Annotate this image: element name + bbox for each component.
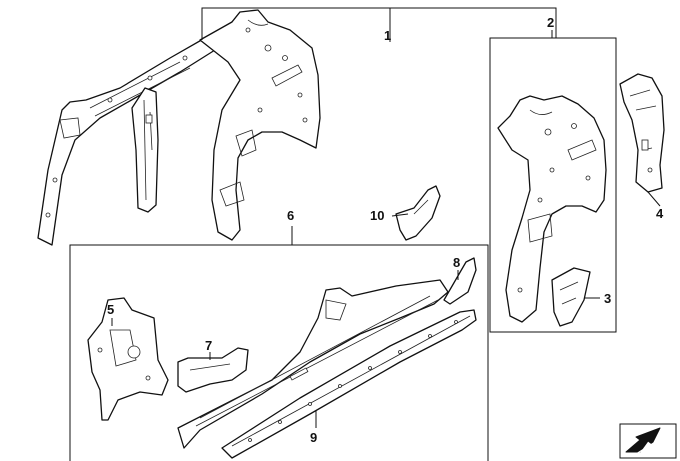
callout-3: 3 xyxy=(604,291,611,306)
part-4-inner-panel[interactable] xyxy=(619,73,665,193)
group-box-6 xyxy=(69,244,489,461)
part-5-reinforcement[interactable] xyxy=(87,297,169,421)
callout-6: 6 xyxy=(287,208,294,223)
callout-2: 2 xyxy=(547,15,554,30)
callout-9: 9 xyxy=(310,430,317,445)
part-sill-outer[interactable] xyxy=(177,279,449,449)
callout-7: 7 xyxy=(205,338,212,353)
part-9-sill-inner[interactable] xyxy=(221,309,477,459)
callout-1: 1 xyxy=(384,28,391,43)
group-box-2 xyxy=(489,37,617,333)
part-3-wheel-arch-panel[interactable] xyxy=(551,267,591,327)
callout-4: 4 xyxy=(656,206,664,221)
part-2-rear-quarter-inner[interactable] xyxy=(497,95,607,323)
part-10-bracket[interactable] xyxy=(395,185,441,241)
part-8-gusset[interactable] xyxy=(443,257,477,305)
callout-8: 8 xyxy=(453,255,460,270)
part-1-side-frame[interactable] xyxy=(37,9,321,246)
callout-10: 10 xyxy=(370,208,384,223)
callout-5: 5 xyxy=(107,302,114,317)
leader-lines xyxy=(111,7,661,428)
part-7-bracket[interactable] xyxy=(177,347,249,393)
orientation-arrow-icon xyxy=(619,423,677,459)
